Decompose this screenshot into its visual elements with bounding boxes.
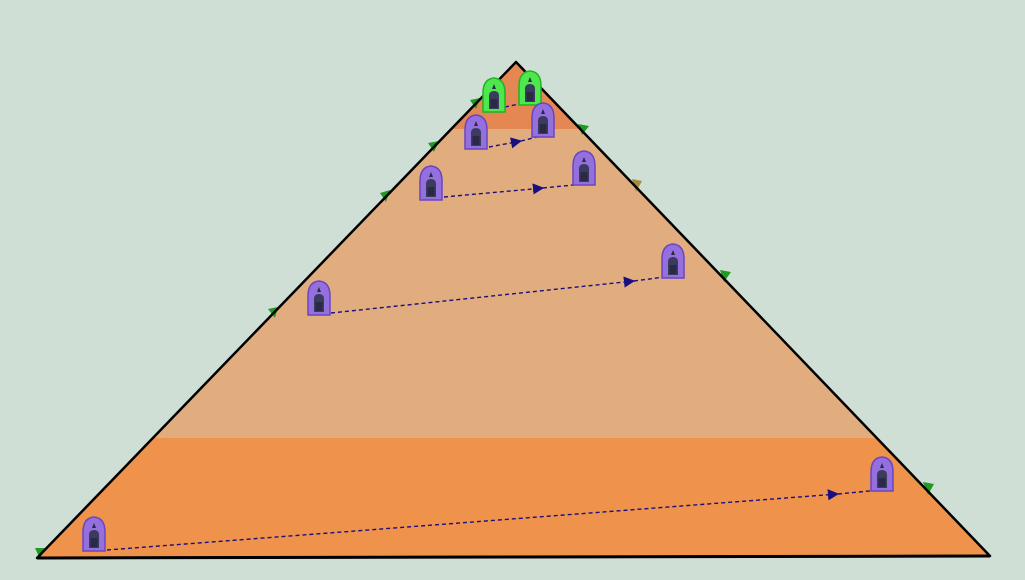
connection-arrow-2 [443, 183, 545, 198]
portal-opening [878, 478, 886, 487]
connection-arrow-3 [330, 276, 636, 314]
portal-opening [580, 172, 588, 181]
portal-tip [541, 109, 545, 114]
purple-tunnel-portal-icon[interactable] [661, 243, 685, 279]
olive-marker-icon [632, 179, 642, 192]
portal-opening [490, 99, 498, 108]
portal-opening [669, 265, 677, 274]
grass-tuft-icon [578, 124, 589, 135]
purple-tunnel-portal-icon[interactable] [870, 456, 894, 492]
green-tunnel-portal-icon[interactable] [482, 77, 506, 113]
portal-tip [492, 84, 496, 89]
connection-arrow-1 [488, 137, 523, 149]
portal-tip [880, 463, 884, 468]
grass-tuft-icon [720, 270, 731, 282]
ground-line [36, 554, 991, 560]
portal-opening [90, 538, 98, 547]
portal-tip [429, 172, 433, 177]
green-tunnel-portal-icon[interactable] [518, 70, 542, 106]
pyramid-bands [37, 62, 990, 558]
portal-tip [582, 157, 586, 162]
portal-tip [528, 77, 532, 82]
portal-opening [539, 124, 547, 133]
purple-tunnel-portal-icon[interactable] [82, 516, 106, 552]
portal-tip [317, 287, 321, 292]
portal-opening [315, 302, 323, 311]
grass-tuft-icon [923, 482, 934, 495]
purple-tunnel-portal-icon[interactable] [572, 150, 596, 186]
portal-tip [92, 523, 96, 528]
portal-opening [427, 187, 435, 196]
portal-opening [526, 92, 534, 101]
tunnel-portals [82, 70, 894, 552]
purple-tunnel-portal-icon[interactable] [307, 280, 331, 316]
portal-tip [474, 121, 478, 126]
purple-tunnel-portal-icon[interactable] [531, 102, 555, 138]
portal-tip [671, 250, 675, 255]
connection-arrow-4 [106, 489, 840, 551]
band-middle [37, 128, 990, 438]
purple-tunnel-portal-icon[interactable] [464, 114, 488, 150]
portal-opening [472, 136, 480, 145]
purple-tunnel-portal-icon[interactable] [419, 165, 443, 201]
